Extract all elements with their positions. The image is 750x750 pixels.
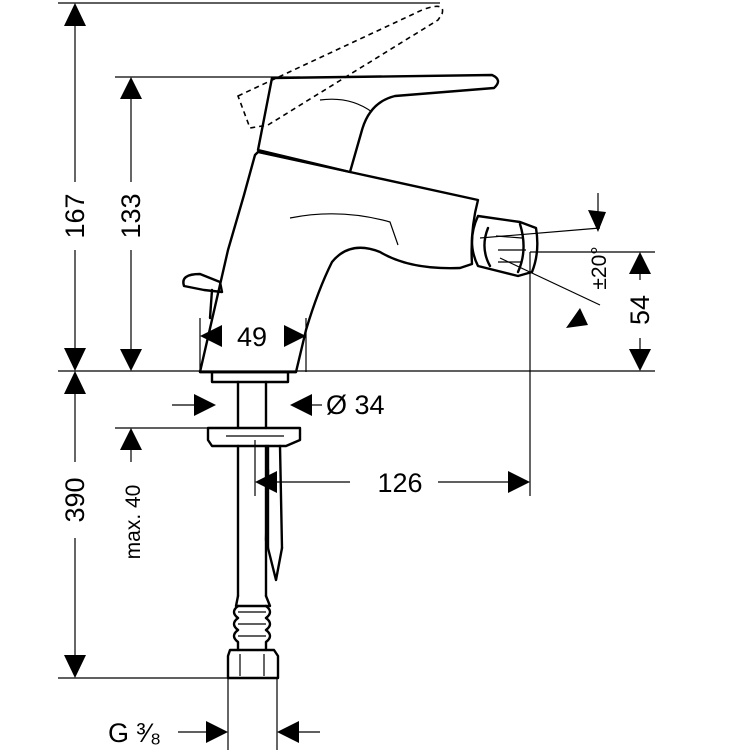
dimension-g38 [178, 721, 320, 743]
lever-open-position-dashed [236, 5, 444, 129]
dimension-390 [64, 371, 86, 678]
dimension-54 [629, 252, 651, 371]
label-390: 390 [60, 477, 90, 522]
threaded-shank [210, 370, 290, 430]
pop-up-linkage [264, 444, 284, 582]
extension-lines [58, 2, 655, 750]
label-max-40: max. 40 [122, 485, 145, 560]
dimension-diameter-34 [172, 394, 322, 416]
label-49: 49 [237, 322, 267, 352]
flex-hose [232, 444, 272, 652]
label-126: 126 [377, 468, 422, 498]
label-swivel-angle: ±20° [588, 246, 611, 289]
aerator-outlet [470, 214, 539, 278]
hose-connector-nut [226, 648, 280, 680]
label-54: 54 [625, 295, 655, 325]
label-167: 167 [60, 193, 90, 238]
pop-up-rod [182, 272, 224, 320]
fixing-nut [206, 426, 302, 448]
label-g38: G ³⁄₈ [108, 718, 161, 748]
dimension-167 [64, 3, 86, 371]
dimension-49 [200, 325, 306, 347]
label-133: 133 [116, 193, 146, 238]
dimension-133 [120, 77, 142, 371]
mixer-lever [256, 73, 500, 174]
label-diameter-34: Ø 34 [326, 390, 385, 420]
dimension-max-40 [120, 428, 142, 462]
dimension-swivel-angle [566, 193, 606, 328]
